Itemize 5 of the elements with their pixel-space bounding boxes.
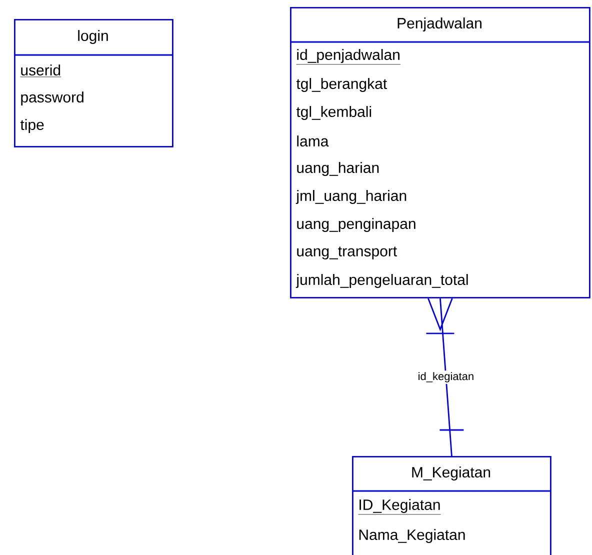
entity-table: login userid password tipe (14, 19, 174, 148)
edge-label: id_kegiatan (416, 370, 476, 384)
entity-table: M_Kegiatan ID_Kegiatan Nama_Kegiatan (352, 456, 552, 555)
relationship-line (426, 298, 464, 457)
entity-table: Penjadwalan id_penjadwalan tgl_berangkat tgl_kembali lama uang_harian jml_uang_harian uang_penginapan uang_transport jumlah_pengeluaran_total (290, 7, 590, 298)
